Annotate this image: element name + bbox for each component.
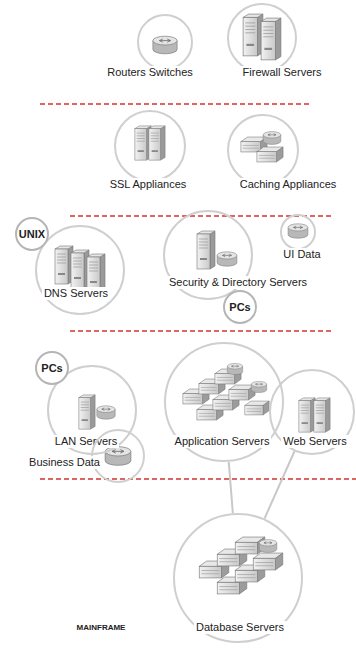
server-circle: Caching Appliances [227,114,299,186]
node-label: Application Servers [173,435,272,448]
node-label: Caching Appliances [238,178,339,191]
connector-line [229,462,233,513]
node-label: SSL Appliances [108,178,189,191]
node-label: LAN Servers [53,435,119,448]
server-circle: Firewall Servers [227,3,297,73]
badge-circle: PCs [35,351,69,385]
server-circle: SSL Appliances [114,110,186,182]
badge-circle: PCs [223,290,257,324]
node-label: Web Servers [281,435,348,448]
server-circle: DNS Servers [35,225,125,315]
server-circle: Security & Directory Servers [163,210,253,300]
badge-label: PCs [39,362,64,375]
badge-circle: UNIX [15,217,49,251]
node-label: DNS Servers [42,287,110,300]
node-label: UI Data [281,248,322,261]
badge-label: PCs [227,301,252,314]
node-label: Firewall Servers [241,66,324,79]
server-circle: Application Servers [164,342,284,462]
server-circle: Business Data [91,429,145,483]
server-circle: Web Servers [269,369,355,455]
server-circle: Database Servers [173,513,303,643]
node-label: Routers Switches [105,66,195,79]
node-label: Database Servers [194,621,286,634]
server-circle: UI Data [280,214,316,250]
badge-label: UNIX [17,228,47,241]
node-label: Business Data [27,456,102,469]
server-circle: Routers Switches [137,14,193,70]
node-label: Security & Directory Servers [167,276,309,289]
connector-line [264,451,294,518]
platform-label: MAINFRAME [76,623,127,632]
